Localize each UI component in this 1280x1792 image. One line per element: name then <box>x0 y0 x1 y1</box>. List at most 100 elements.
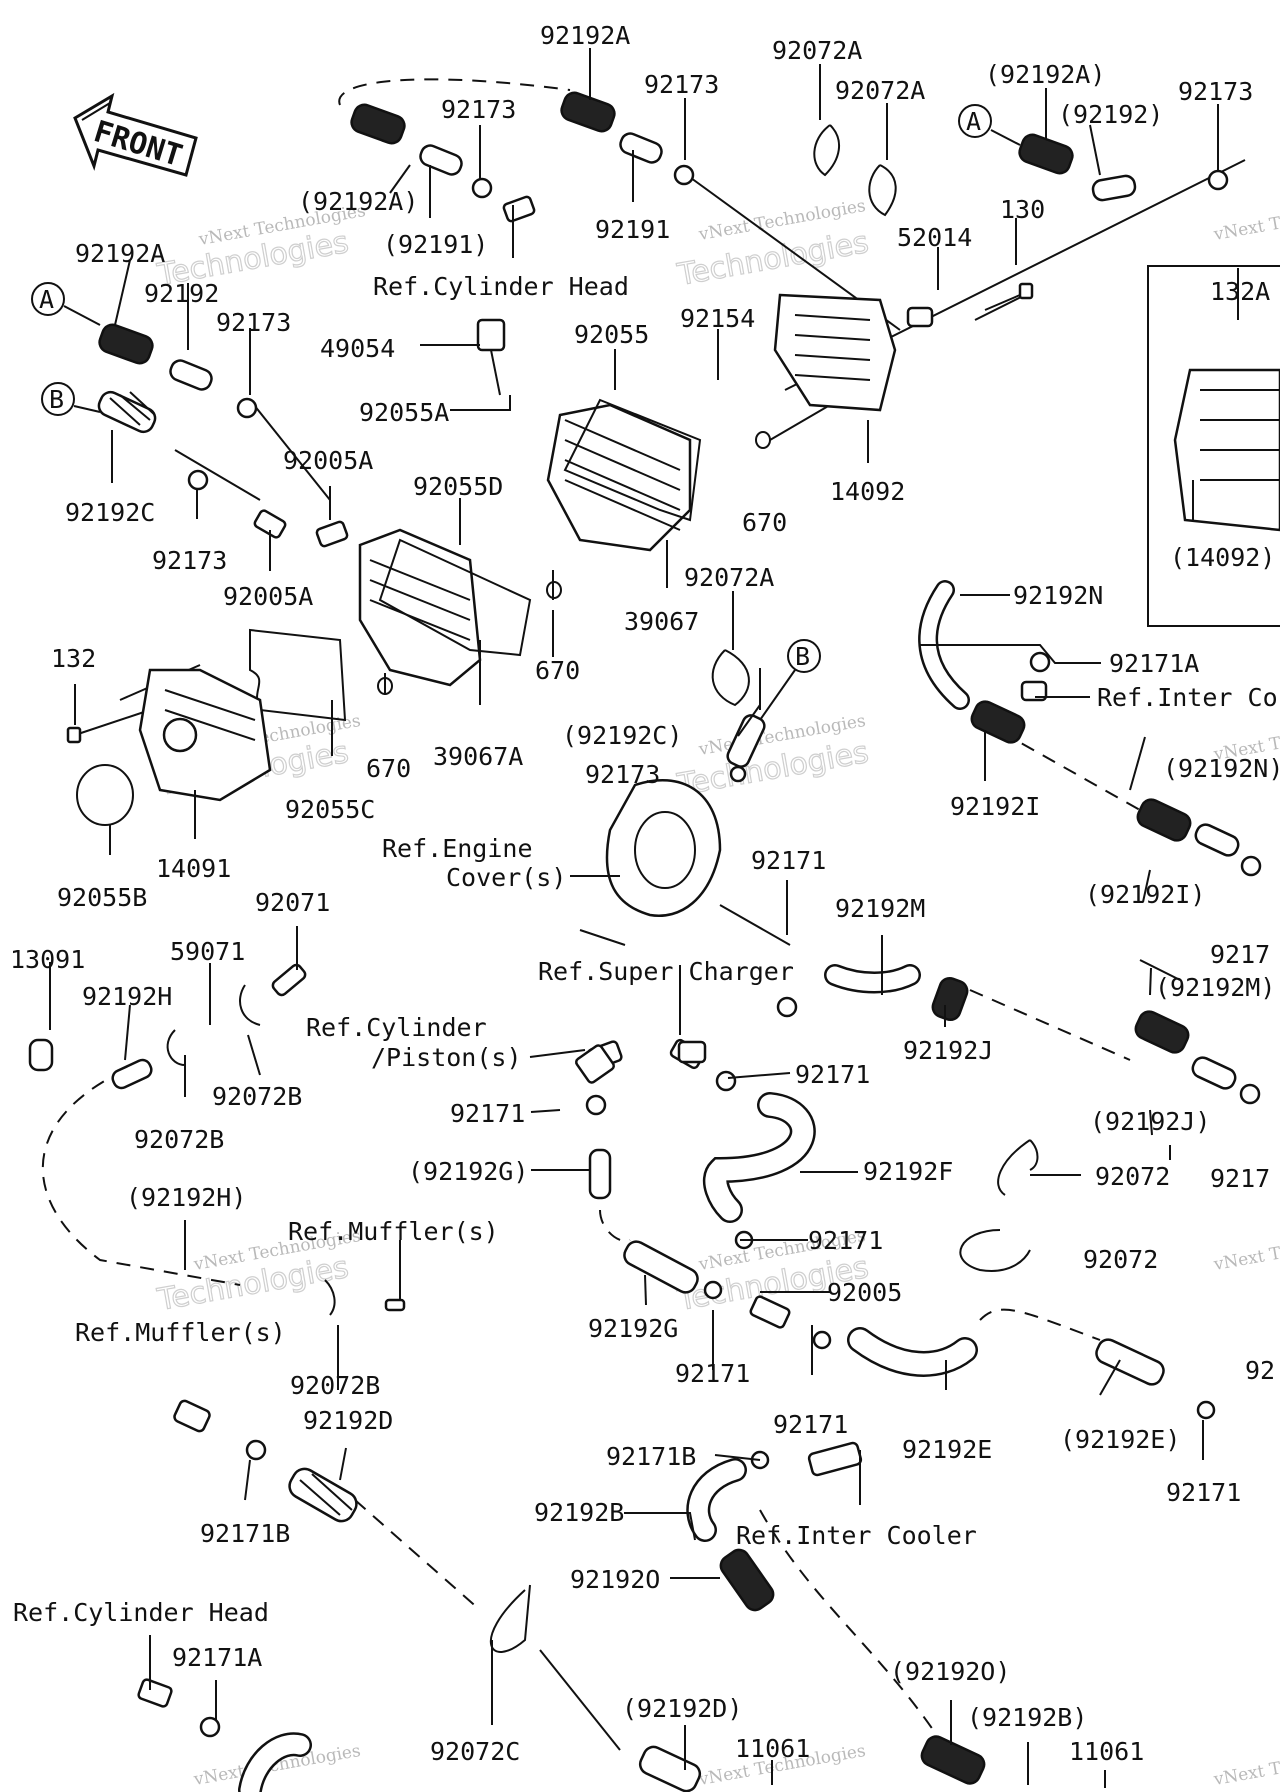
spring-icon <box>1018 133 1074 175</box>
tube-icon <box>588 1148 612 1200</box>
marker-a: A <box>958 104 992 138</box>
part-label: Ref.Inter Cooler <box>736 1521 977 1550</box>
part-label: Ref.Engine <box>382 834 533 863</box>
band-clip-icon <box>166 1029 186 1066</box>
part-label: 92192J <box>903 1036 993 1065</box>
band-clip-icon <box>959 1229 1031 1272</box>
hose-icon <box>847 1327 978 1377</box>
marker-b: B <box>41 382 75 416</box>
fitting-icon <box>384 1298 406 1312</box>
part-label: 92055D <box>413 472 503 501</box>
part-label: 670 <box>742 508 787 537</box>
clamp-icon <box>199 1716 221 1738</box>
part-label: 92072C <box>430 1737 520 1766</box>
part-label: (92192D) <box>622 1694 742 1723</box>
part-label: 92055C <box>285 795 375 824</box>
part-label: 132A <box>1210 277 1270 306</box>
leader-lines <box>49 48 1239 1788</box>
tube-icon <box>623 1240 699 1294</box>
mesh-sleeve-icon <box>288 1467 358 1523</box>
part-label: 92171 <box>1166 1478 1241 1507</box>
gasket-icon <box>563 398 702 522</box>
inset-frame <box>1147 265 1280 627</box>
part-label: 92171A <box>1109 649 1199 678</box>
mesh-sleeve-icon <box>726 714 766 768</box>
part-label: 92005A <box>223 582 313 611</box>
fitting-icon <box>137 1678 173 1708</box>
part-label: 92071 <box>255 888 330 917</box>
part-label: (92192O) <box>890 1657 1010 1686</box>
part-label: 92 <box>1245 1356 1275 1385</box>
bolt-icon <box>974 282 1034 321</box>
hose-icon <box>238 1732 312 1792</box>
part-label: 11061 <box>735 1734 810 1763</box>
part-label: 92192I <box>950 792 1040 821</box>
clamp-icon <box>585 1094 607 1116</box>
part-label: (92192A) <box>298 187 418 216</box>
fitting-icon <box>807 1441 863 1477</box>
part-label: 92072B <box>290 1371 380 1400</box>
part-label: 59071 <box>170 937 245 966</box>
fitting-icon <box>253 509 287 539</box>
part-label: 92171 <box>450 1099 525 1128</box>
hose-icon <box>824 964 921 994</box>
marker-b: B <box>787 639 821 673</box>
fitting-icon <box>502 195 536 223</box>
part-label: 92192C <box>65 498 155 527</box>
part-label: 92173 <box>216 308 291 337</box>
part-label: (92192) <box>1058 100 1163 129</box>
part-label: (92192E) <box>1060 1425 1180 1454</box>
part-label: (92191) <box>383 230 488 259</box>
svg-text:A: A <box>966 107 981 136</box>
fitting-icon <box>173 1399 211 1433</box>
part-label: 92055B <box>57 883 147 912</box>
part-label: 11061 <box>1069 1737 1144 1766</box>
part-label: 92192 <box>144 279 219 308</box>
watermark-text: vNext Technologies <box>1211 196 1280 245</box>
marker-a: A <box>31 282 65 316</box>
band-clip-icon <box>813 124 840 177</box>
spring-icon <box>98 323 154 365</box>
watermarks: vNext Technologies Technologies vNext Te… <box>154 196 1280 1790</box>
part-label: (92192C) <box>562 721 682 750</box>
part-label: 92173 <box>441 95 516 124</box>
tube-icon <box>619 132 663 164</box>
clamp-icon <box>812 1330 832 1350</box>
tube-icon <box>111 1058 153 1090</box>
clamp-icon <box>776 996 798 1018</box>
part-label: 92192O <box>570 1565 660 1594</box>
part-label: 49054 <box>320 334 395 363</box>
mesh-sleeve-icon <box>97 390 157 434</box>
part-label: 39067 <box>624 607 699 636</box>
spring-icon <box>931 976 969 1022</box>
band-clip-icon <box>324 1279 336 1316</box>
part-label: 92192E <box>902 1435 992 1464</box>
clamp-icon <box>703 1280 723 1300</box>
part-label: 92171 <box>773 1410 848 1439</box>
engine-cover-icon <box>605 779 722 917</box>
o-ring-icon <box>755 431 771 449</box>
part-label: Ref.Cylinder Head <box>13 1598 269 1627</box>
part-label: 92072A <box>684 563 774 592</box>
part-label: 670 <box>366 754 411 783</box>
part-label: 9217 <box>1210 940 1270 969</box>
tube-icon <box>169 359 213 391</box>
part-label: /Piston(s) <box>371 1043 522 1072</box>
cover-plate-icon <box>546 403 692 552</box>
part-label: 92171B <box>606 1442 696 1471</box>
clamp-icon <box>471 177 493 199</box>
part-label: (92192H) <box>126 1183 246 1212</box>
front-arrow-icon: FRONT <box>73 92 198 177</box>
cover-plate-icon <box>358 528 482 687</box>
part-label: 9217 <box>1210 1164 1270 1193</box>
tube-icon <box>1095 1338 1165 1386</box>
part-label: 92191 <box>595 215 670 244</box>
part-label: 92192N <box>1013 581 1103 610</box>
part-label: 92171B <box>200 1519 290 1548</box>
part-label: 92171 <box>675 1359 750 1388</box>
fitting-icon <box>1020 680 1048 702</box>
clamp-icon <box>673 164 695 186</box>
band-clip-icon <box>997 1139 1039 1196</box>
cover-plate-icon <box>773 293 897 412</box>
clamp-icon <box>236 397 258 419</box>
